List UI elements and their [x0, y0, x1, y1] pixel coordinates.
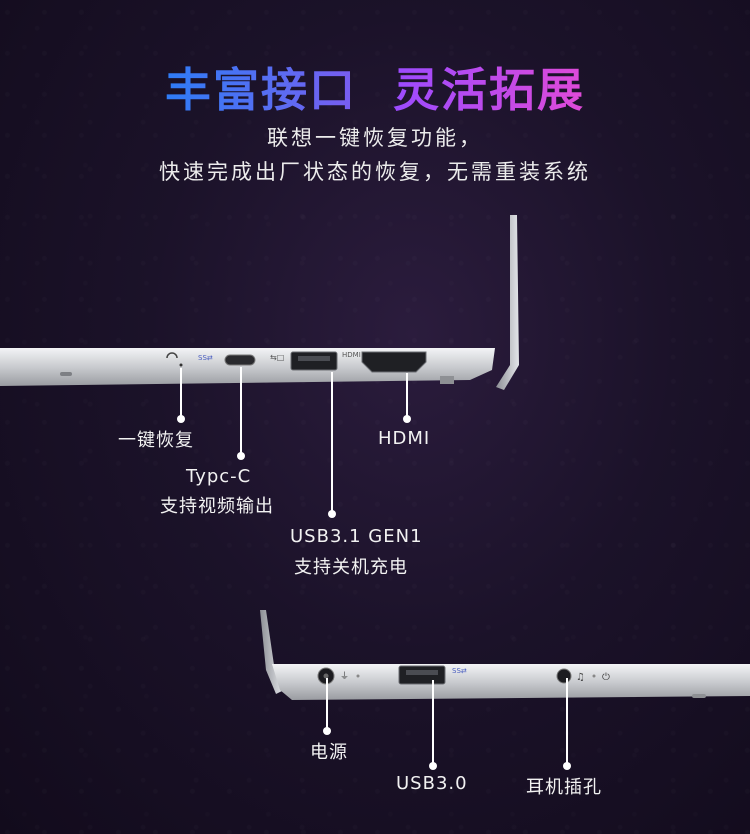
typec-title-label: Typc-C [186, 466, 252, 487]
usb30-callout-dot [429, 762, 437, 770]
usb31-title-label: USB3.1 GEN1 [290, 526, 423, 547]
usb31-callout-line [331, 372, 333, 512]
power-plug-icon: ⏚ [340, 671, 349, 682]
headline: 丰富接口灵活拓展 [0, 54, 750, 120]
laptop2-lid [260, 610, 284, 694]
laptop2-side-view: ⏚ SS⇄ ♫ ⏻ [272, 664, 750, 700]
power-button-icon: ⏻ [602, 672, 610, 683]
typec-desc-label: 支持视频输出 [160, 496, 274, 517]
power-callout-dot [323, 727, 331, 735]
headphone-label: 耳机插孔 [526, 777, 602, 798]
hdmi-port [361, 351, 427, 373]
usb31-desc-label: 支持关机充电 [294, 557, 408, 578]
headphone-callout-line [566, 678, 568, 766]
recovery-callout-line [180, 368, 182, 418]
hdmi-callout-dot [403, 415, 411, 423]
laptop1-lid [496, 215, 519, 390]
recovery-icon [166, 352, 183, 367]
hdmi-callout-line [406, 373, 408, 418]
typec-callout-dot [237, 452, 245, 460]
one-key-recovery-label: 一键恢复 [118, 430, 194, 451]
headline-part2: 灵活拓展 [393, 63, 585, 117]
typec-callout-line [240, 367, 242, 455]
usb31-callout-dot [328, 510, 336, 518]
laptop1-side-view: SS⇄ ⇆□ HDMI [0, 348, 495, 386]
usb-a-icon: ⇆□ [270, 353, 284, 362]
power-label: 电源 [310, 742, 348, 763]
ss-engraving-right: SS⇄ [452, 667, 467, 675]
headline-part1: 丰富接口 [165, 63, 357, 117]
usb30-callout-line [432, 680, 434, 766]
hdmi-label: HDMI [378, 428, 431, 449]
usb-typec-port [224, 354, 256, 366]
headphone-jack [556, 668, 572, 684]
headphone-icon: ♫ [576, 672, 585, 683]
subtitle-line2: 快速完成出厂状态的恢复，无需重装系统 [159, 160, 591, 184]
subtitle-line1: 联想一键恢复功能， [267, 126, 483, 150]
power-callout-line [326, 678, 328, 730]
recovery-callout-dot [177, 415, 185, 423]
headphone-callout-dot [563, 762, 571, 770]
hdmi-engraving: HDMI [342, 351, 361, 359]
usb30-label: USB3.0 [396, 773, 468, 794]
ss-engraving: SS⇄ [198, 354, 213, 362]
